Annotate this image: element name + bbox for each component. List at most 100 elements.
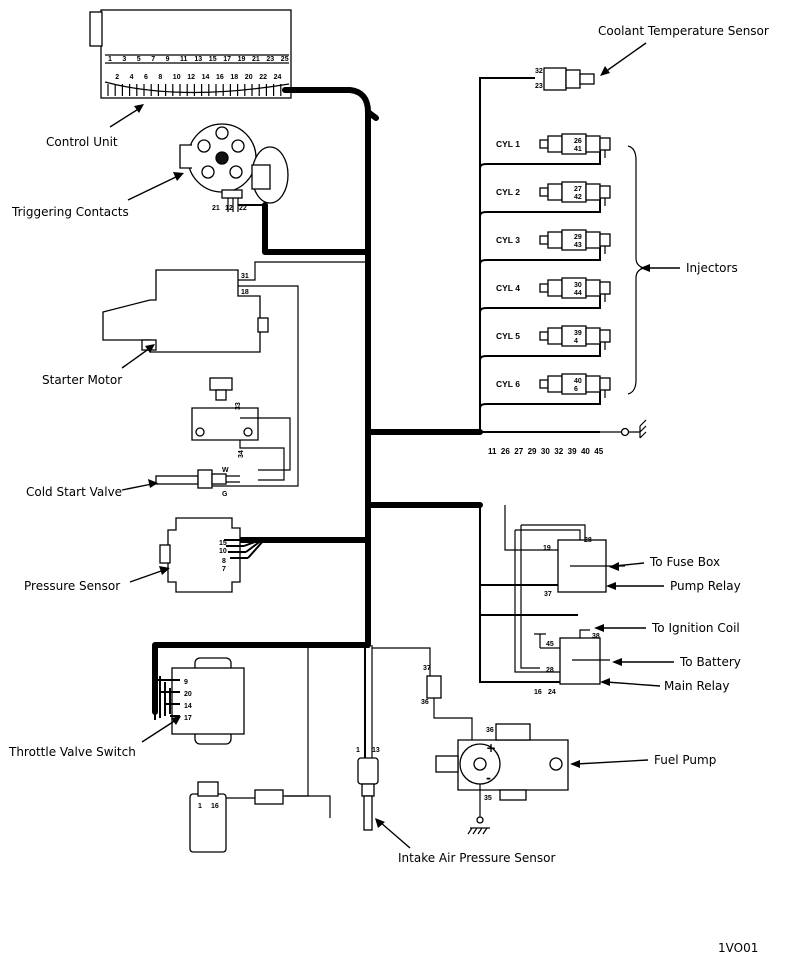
injector-bracket (627, 145, 645, 395)
pin-label: 28 (584, 537, 592, 544)
pin-label: 20 (184, 691, 192, 698)
pin-label: 19 (543, 545, 551, 552)
pin-label: 17 (184, 715, 192, 722)
control-unit-pin-label: 15 (209, 56, 217, 63)
label-triggering-contacts: Triggering Contacts (11, 205, 129, 219)
pin-label: 34 (238, 450, 245, 458)
figure-code: 1VO01 (718, 941, 758, 955)
pin-label: 32 (535, 68, 543, 75)
pin-label: 37 (544, 591, 552, 598)
pin-label: 37 (423, 665, 431, 672)
control-unit-pin-label: 21 (252, 56, 260, 63)
label-coolant-temperature-sensor: Coolant Temperature Sensor (598, 24, 769, 38)
pin-label: 45 (546, 641, 554, 648)
control-unit-pin-label: 9 (166, 56, 170, 63)
starter-motor (102, 261, 368, 487)
label-to-battery: To Battery (679, 655, 741, 669)
cold-start-valve (155, 469, 240, 489)
control-unit-pin-label: 8 (158, 74, 162, 81)
control-unit: 1234567891011121314151617181920212223242… (89, 9, 292, 99)
pin-label: 29 (574, 234, 582, 241)
control-unit-pin-label: 22 (259, 74, 267, 81)
intake-air-pressure-sensor (357, 645, 379, 831)
control-unit-pin-label: 6 (144, 74, 148, 81)
control-unit-pin-label: 14 (202, 74, 210, 81)
control-unit-pin-label: 4 (130, 74, 134, 81)
cylinder-label: CYL 1 (496, 139, 520, 149)
injector-bus (479, 77, 647, 439)
pin-label: 38 (592, 633, 600, 640)
control-unit-pin-label: 24 (274, 74, 282, 81)
pin-label: 23 (535, 83, 543, 90)
pin-label: G (222, 491, 228, 498)
pin-label: 18 (241, 289, 249, 296)
pin-label: 36 (486, 727, 494, 734)
main-relay (479, 615, 610, 685)
label-main-relay: Main Relay (664, 679, 729, 693)
coolant-temperature-sensor (543, 67, 595, 91)
pin-label: 40 (574, 378, 582, 385)
pin-label: 35 (484, 795, 492, 802)
pin-label: 28 (546, 667, 554, 674)
pin-label: 6 (574, 386, 578, 393)
pin-label: 44 (574, 290, 582, 297)
pin-label: 9 (184, 679, 188, 686)
pin-label: 8 (222, 558, 226, 565)
pin-label: 22 (239, 205, 247, 212)
leader-arrows (109, 42, 680, 849)
control-unit-pin-label: 23 (266, 56, 274, 63)
cylinder-label: CYL 3 (496, 235, 520, 245)
pin-label: 12 (225, 205, 233, 212)
pin-label: 21 (212, 205, 220, 212)
cold-start-valve-part (191, 377, 291, 481)
label-injectors: Injectors (686, 261, 738, 275)
pressure-sensor (159, 517, 265, 593)
control-unit-pin-label: 5 (137, 56, 141, 63)
label-to-ignition-coil: To Ignition Coil (651, 621, 740, 635)
control-unit-pin-label: 16 (216, 74, 224, 81)
pin-label: 4 (574, 338, 578, 345)
control-unit-pin-label: 10 (173, 74, 181, 81)
triggering-contacts (179, 123, 289, 212)
pin-label: 33 (235, 402, 242, 410)
fuel-pump (372, 647, 569, 835)
label-pressure-sensor: Pressure Sensor (24, 579, 120, 593)
pin-label: 41 (574, 146, 582, 153)
pump-relay (479, 505, 625, 673)
pin-labels: 32 23 21 12 22 31 18 33 34 W G 15 10 8 7… (184, 68, 604, 810)
label-to-fuse-box: To Fuse Box (649, 555, 720, 569)
pin-label: 36 (421, 699, 429, 706)
pin-label: 39 (574, 330, 582, 337)
label-fuel-pump: Fuel Pump (654, 753, 716, 767)
control-unit-pin-label: 17 (223, 56, 231, 63)
pin-label: 1 (356, 747, 360, 754)
pin-label: 42 (574, 194, 582, 201)
pin-label: 14 (184, 703, 192, 710)
label-starter-motor: Starter Motor (42, 373, 122, 387)
control-unit-pin-label: 11 (180, 56, 188, 63)
cylinder-label: CYL 6 (496, 379, 520, 389)
pin-label: 43 (574, 242, 582, 249)
pin-label: 15 (219, 540, 227, 547)
connector-plug (189, 781, 331, 853)
pin-label: 30 (574, 282, 582, 289)
pin-label: 13 (372, 747, 380, 754)
cylinder-label: CYL 2 (496, 187, 520, 197)
pin-label: 16 (211, 803, 219, 810)
pin-label: 27 (574, 186, 582, 193)
pin-label: 26 (574, 138, 582, 145)
control-unit-pin-label: 12 (187, 74, 195, 81)
control-unit-pin-label: 2 (115, 74, 119, 81)
control-unit-pin-label: 7 (151, 56, 155, 63)
control-unit-pin-label: 18 (230, 74, 238, 81)
label-control-unit: Control Unit (46, 135, 118, 149)
ground-pin-row: 11 26 27 29 30 32 39 40 45 (488, 447, 604, 456)
pin-label: 1 (198, 803, 202, 810)
label-throttle-valve-switch: Throttle Valve Switch (8, 745, 136, 759)
control-unit-pin-label: 3 (122, 56, 126, 63)
